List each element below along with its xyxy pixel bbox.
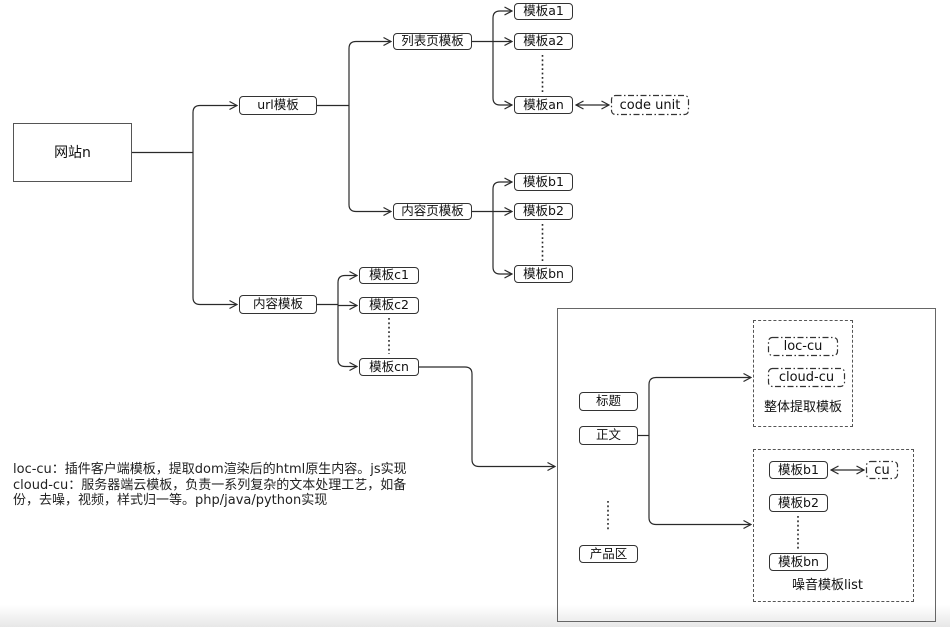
connector-url-to-content-page: [348, 105, 391, 212]
connector-body-to-noise-group: [648, 435, 751, 525]
node-loc-cu: loc-cu: [783, 339, 823, 354]
cloud-cu-box-border: [767, 367, 846, 388]
connector-root-to-url-template: [192, 106, 237, 153]
connector-template-cn-to-detail-box: [419, 366, 555, 467]
connector-to-template-c1: [337, 276, 357, 305]
node-template-b2: 模板b2: [514, 203, 573, 220]
node-content-page-template: 内容页模板: [393, 203, 472, 220]
node-template-b1: 模板b1: [514, 173, 573, 191]
detail-panel-box: [557, 308, 936, 622]
node-website-n: 网站n: [13, 123, 132, 182]
noise-template-group-caption: 噪音模板list: [791, 577, 864, 593]
node-cu: cu: [874, 462, 890, 478]
connector-to-template-a1: [492, 11, 512, 42]
node-template-a2: 模板a2: [514, 33, 573, 50]
legend-notes: loc-cu：插件客户端模板，提取dom渲染后的html原生内容。js实现 cl…: [13, 462, 411, 509]
node-template-a1: 模板a1: [514, 3, 573, 20]
node-template-cn: 模板cn: [359, 358, 419, 376]
node-template-bn: 模板bn: [514, 265, 573, 283]
node-template-c1: 模板c1: [359, 267, 419, 284]
connectors: [132, 11, 899, 549]
overall-extraction-group-box: [753, 320, 853, 427]
connector-root-to-content-template: [192, 152, 237, 305]
node-content-template: 内容模板: [239, 295, 317, 314]
connector-body-to-overall-group: [648, 378, 751, 436]
node-noise-template-b1: 模板b1: [769, 461, 828, 479]
code-unit-box-border: [610, 94, 690, 116]
connector-to-template-an: [492, 41, 512, 106]
node-template-c2: 模板c2: [359, 297, 419, 314]
connector-to-template-bn: [492, 211, 512, 275]
cloud-cu-note: cloud-cu：服务器端云模板，负责一系列复杂的文本处理工艺，如备份，去噪，视…: [13, 477, 407, 509]
node-url-template: url模板: [239, 96, 317, 115]
cu-box-border: [865, 460, 899, 480]
node-code-unit: code unit: [619, 97, 681, 113]
connector-url-to-list-page: [348, 42, 391, 106]
node-template-an: 模板an: [514, 96, 573, 114]
loc-cu-box-border: [767, 336, 839, 357]
connector-to-template-b1: [492, 182, 512, 212]
noise-template-group-box: [753, 449, 914, 602]
node-noise-template-b2: 模板b2: [769, 494, 828, 512]
node-title-field: 标题: [579, 392, 638, 411]
node-cloud-cu: cloud-cu: [778, 370, 835, 385]
connector-to-template-cn: [337, 304, 357, 367]
overall-extraction-group-caption: 整体提取模板: [763, 399, 842, 415]
node-noise-template-bn: 模板bn: [769, 553, 828, 571]
node-product-field: 产品区: [579, 545, 638, 563]
loc-cu-note: loc-cu：插件客户端模板，提取dom渲染后的html原生内容。js实现: [13, 462, 407, 477]
node-list-page-template: 列表页模板: [393, 33, 472, 50]
node-body-field: 正文: [579, 426, 638, 445]
